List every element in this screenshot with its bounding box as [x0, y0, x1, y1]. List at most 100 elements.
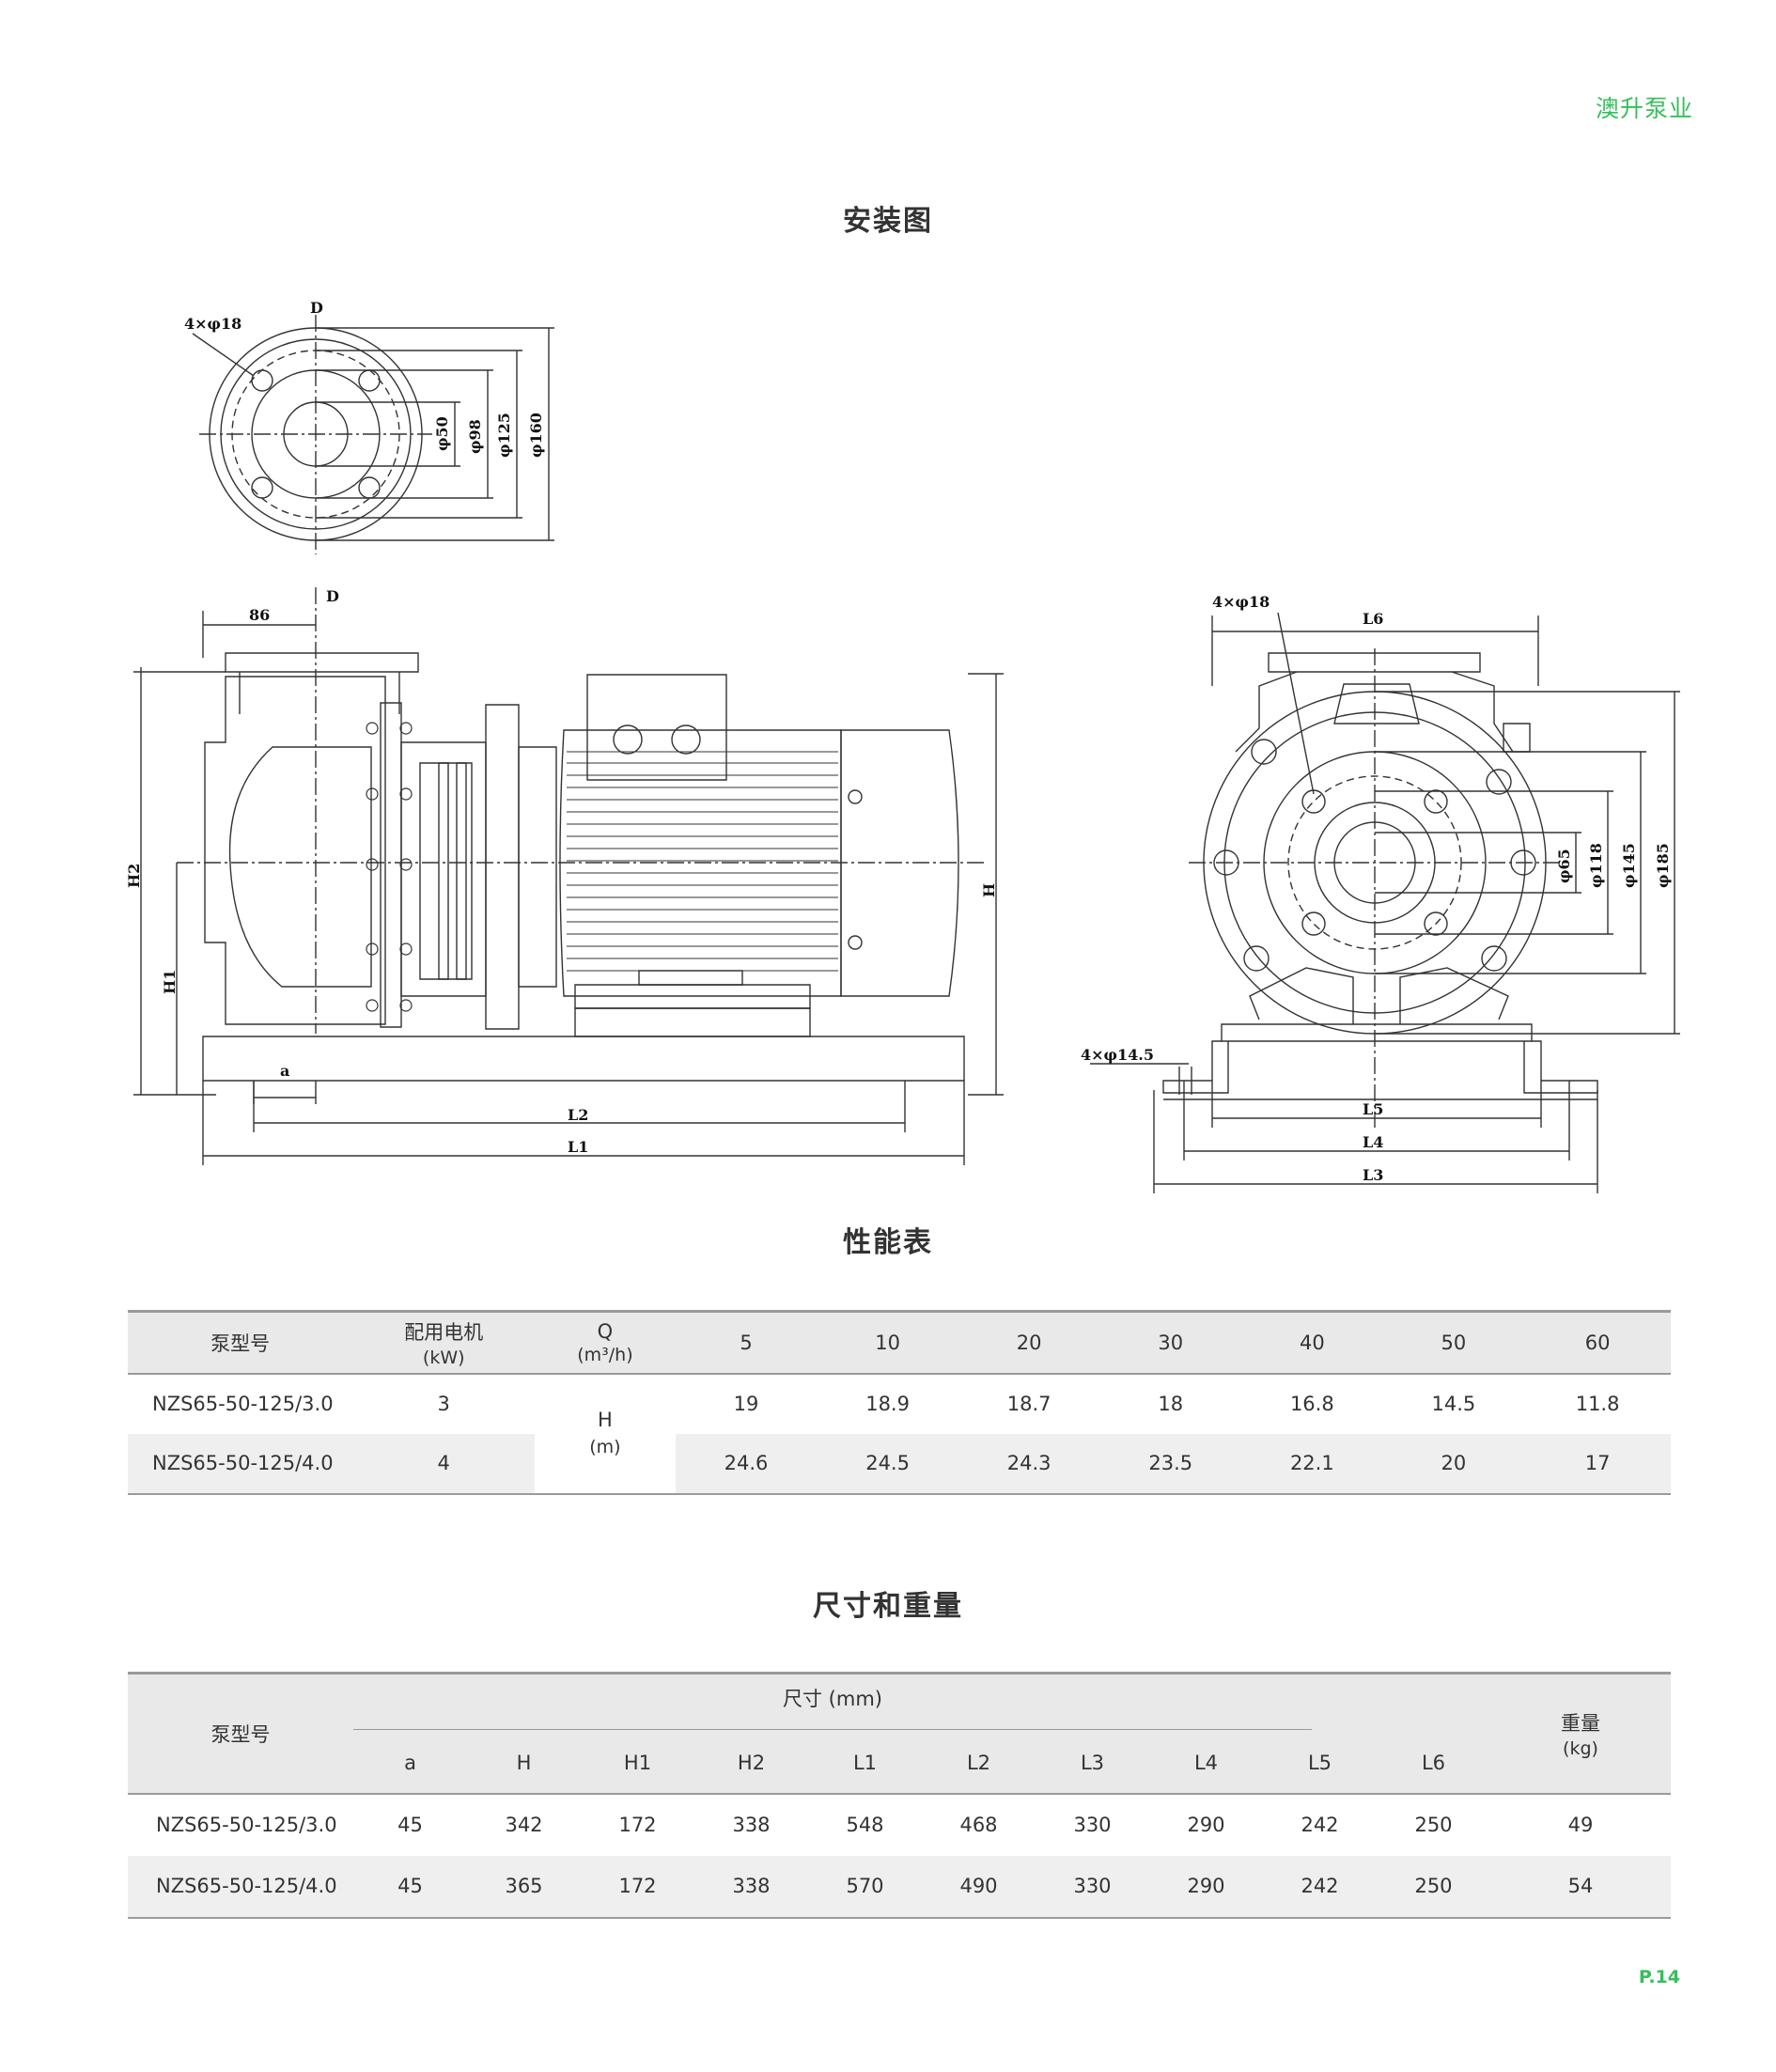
- front-phi118-label: φ118: [1587, 843, 1605, 888]
- front-l4-label: L4: [1363, 1133, 1383, 1151]
- perf-head-cell: 22.1: [1241, 1433, 1383, 1494]
- dims-col: H: [516, 1752, 532, 1774]
- perf-head-cell: 14.5: [1431, 1393, 1476, 1415]
- table-row: NZS65-50-125/4.0 45 365 172 338 570 490 …: [128, 1855, 1671, 1918]
- perf-header-row: 泵型号 配用电机(kW) Q(m³/h) 5 10 20 30 40 50 60: [128, 1311, 1671, 1374]
- dims-model-cell: NZS65-50-125/4.0: [156, 1875, 337, 1897]
- side-d-label: D: [326, 587, 339, 605]
- dims-group-head: 尺寸 (mm): [353, 1674, 1490, 1734]
- perf-head-cell: 24.3: [958, 1433, 1100, 1494]
- front-l5-label: L5: [1363, 1100, 1383, 1118]
- dims-col: L3: [1080, 1752, 1105, 1774]
- dims-value-cell: 290: [1187, 1875, 1225, 1897]
- side-l1-label: L1: [568, 1138, 588, 1156]
- perf-model-cell: NZS65-50-125/4.0: [128, 1433, 353, 1494]
- brand-logo-text: 澳升泵业: [1595, 95, 1693, 122]
- top-flange-view: [193, 315, 554, 554]
- dims-value-cell: 45: [397, 1875, 423, 1897]
- dims-value-cell: 250: [1414, 1875, 1453, 1897]
- side-86-label: 86: [249, 606, 270, 624]
- dims-col: a: [404, 1752, 416, 1774]
- dims-value-cell: 342: [505, 1814, 543, 1836]
- side-h-label: H: [980, 883, 998, 897]
- perf-motor-cell: 4: [352, 1433, 536, 1494]
- top-phi50-label: φ50: [433, 416, 451, 451]
- perf-col-model: 泵型号: [210, 1332, 271, 1355]
- dims-value-cell: 365: [505, 1875, 543, 1897]
- perf-col-motor: 配用电机(kW): [404, 1320, 484, 1368]
- front-l3-label: L3: [1363, 1166, 1383, 1184]
- page-number: P.14: [1638, 1967, 1680, 1987]
- dims-value-cell: 338: [732, 1875, 771, 1897]
- perf-col-flow: 40: [1299, 1331, 1325, 1354]
- top-holes-label: 4×φ18: [184, 315, 241, 333]
- side-l2-label: L2: [568, 1106, 588, 1124]
- side-h2-label: H2: [125, 864, 143, 888]
- top-d-label: D: [310, 299, 323, 317]
- install-title: 安装图: [843, 205, 933, 238]
- perf-col-flow: 20: [1016, 1331, 1042, 1354]
- dims-value-cell: 242: [1301, 1814, 1339, 1836]
- front-base-holes-label: 4×φ14.5: [1081, 1046, 1154, 1064]
- performance-table: 泵型号 配用电机(kW) Q(m³/h) 5 10 20 30 40 50 60…: [128, 1310, 1671, 1495]
- dims-weight-cell: 54: [1567, 1875, 1594, 1897]
- front-phi185-label: φ185: [1654, 843, 1672, 888]
- dims-value-cell: 290: [1187, 1814, 1225, 1836]
- perf-motor-cell: 3: [437, 1393, 450, 1415]
- front-holes-label: 4×φ18: [1212, 593, 1270, 611]
- perf-head-cell: 11.8: [1575, 1393, 1620, 1415]
- perf-col-q: Q(m³/h): [577, 1319, 633, 1365]
- dims-value-cell: 330: [1073, 1814, 1112, 1836]
- perf-model-cell: NZS65-50-125/3.0: [152, 1393, 334, 1415]
- perf-h-cell: H(m): [535, 1373, 676, 1494]
- dims-weight-cell: 49: [1567, 1814, 1594, 1836]
- side-h1-label: H1: [161, 970, 179, 994]
- perf-head-cell: 24.5: [817, 1433, 958, 1494]
- dims-col: H1: [623, 1752, 652, 1774]
- perf-head-cell: 18.9: [865, 1393, 910, 1415]
- dims-col: L4: [1193, 1752, 1219, 1774]
- top-phi98-label: φ98: [466, 419, 484, 454]
- dims-value-cell: 250: [1414, 1814, 1453, 1836]
- front-phi145-label: φ145: [1620, 843, 1638, 888]
- installation-drawing: 4×φ18 D φ50 φ98 φ125 φ160: [125, 299, 1776, 1212]
- dims-value-cell: 490: [959, 1875, 998, 1897]
- perf-head-cell: 17: [1524, 1433, 1671, 1494]
- front-phi65-label: φ65: [1555, 849, 1573, 883]
- dims-col: L1: [852, 1752, 878, 1774]
- perf-head-cell: 16.8: [1289, 1393, 1334, 1415]
- dims-value-cell: 242: [1301, 1875, 1339, 1897]
- side-elevation-view: [133, 587, 1004, 1165]
- perf-head-cell: 24.6: [675, 1433, 818, 1494]
- dims-value-cell: 548: [846, 1814, 884, 1836]
- dims-subheader-row: a H H1 H2 L1 L2 L3 L4 L5 L6: [128, 1734, 1671, 1794]
- table-row: NZS65-50-125/3.0 45 342 172 338 548 468 …: [128, 1794, 1671, 1856]
- dims-value-cell: 172: [618, 1875, 657, 1897]
- perf-head-cell: 23.5: [1099, 1433, 1242, 1494]
- dims-col-model: 泵型号: [210, 1722, 271, 1746]
- perf-col-flow: 10: [875, 1331, 900, 1354]
- dims-col: L6: [1421, 1752, 1446, 1774]
- dims-value-cell: 468: [959, 1814, 998, 1836]
- perf-col-flow: 50: [1441, 1331, 1467, 1354]
- dims-col: L2: [966, 1752, 991, 1774]
- top-phi125-label: φ125: [495, 413, 513, 458]
- dims-model-cell: NZS65-50-125/3.0: [156, 1814, 337, 1836]
- dims-col: L5: [1307, 1752, 1332, 1774]
- perf-head-cell: 18: [1158, 1393, 1184, 1415]
- dims-value-cell: 330: [1073, 1875, 1112, 1897]
- front-elevation-view: [1090, 613, 1680, 1193]
- dims-value-cell: 172: [618, 1814, 657, 1836]
- table-row: NZS65-50-125/3.0 3 H(m) 19 18.9 18.7 18 …: [128, 1373, 1671, 1494]
- perf-head-cell: 20: [1382, 1433, 1525, 1494]
- dims-col-weight: 重量(kg): [1561, 1711, 1600, 1759]
- dimensions-table: 泵型号 尺寸 (mm) 重量(kg) a H H1 H2 L1 L2 L3 L4…: [128, 1672, 1671, 1919]
- table-row: NZS65-50-125/4.0 4 24.6 24.5 24.3 23.5 2…: [128, 1433, 1671, 1494]
- dims-value-cell: 338: [732, 1814, 771, 1836]
- top-phi160-label: φ160: [527, 413, 545, 458]
- dims-value-cell: 570: [846, 1875, 884, 1897]
- perf-col-flow: 30: [1158, 1331, 1184, 1354]
- perf-head-cell: 18.7: [1006, 1393, 1052, 1415]
- perf-head-cell: 19: [733, 1393, 759, 1415]
- dims-title: 尺寸和重量: [813, 1590, 963, 1623]
